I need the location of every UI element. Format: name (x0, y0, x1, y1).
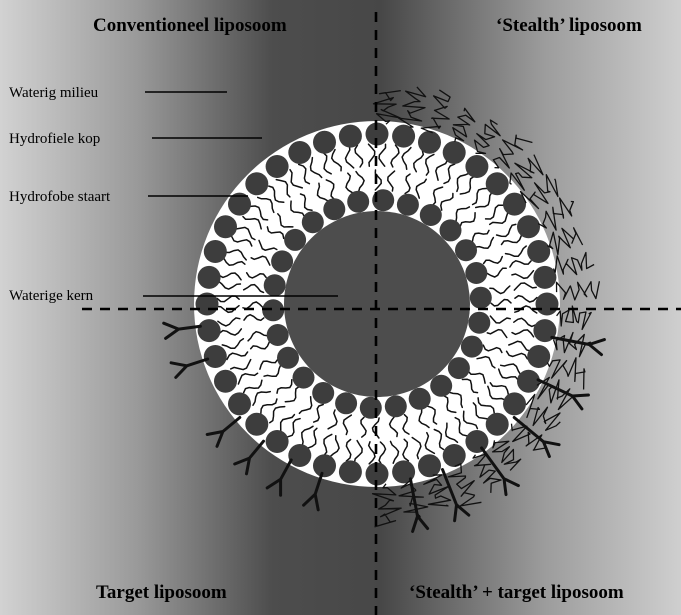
headgroup-outer (313, 131, 336, 154)
label-hydrophilic-head: Hydrofiele kop (9, 131, 100, 147)
headgroup-outer (486, 413, 509, 436)
title-top-left: Conventioneel liposoom (93, 15, 287, 36)
headgroup-outer (517, 370, 540, 393)
headgroup-outer (228, 392, 251, 415)
headgroup-inner (430, 375, 452, 397)
headgroup-inner (455, 239, 477, 261)
headgroup-inner (312, 382, 334, 404)
headgroup-inner (360, 397, 382, 419)
headgroup-inner (335, 392, 357, 414)
headgroup-outer (214, 215, 237, 238)
headgroup-outer (536, 293, 559, 316)
headgroup-inner (397, 194, 419, 216)
headgroup-inner (293, 367, 315, 389)
headgroup-outer (313, 454, 336, 477)
label-aqueous-core: Waterige kern (9, 288, 94, 304)
title-top-right: ‘Stealth’ liposoom (496, 15, 642, 36)
headgroup-outer (266, 430, 289, 453)
title-bottom-left: Target liposoom (96, 582, 227, 603)
label-hydrophobic-tail: Hydrofobe staart (9, 189, 111, 205)
headgroup-outer (204, 345, 227, 368)
headgroup-outer (527, 240, 550, 263)
headgroup-inner (385, 395, 407, 417)
headgroup-inner (448, 357, 470, 379)
headgroup-outer (392, 125, 415, 148)
headgroup-inner (470, 287, 492, 309)
headgroup-outer (245, 172, 268, 195)
headgroup-outer (465, 155, 488, 178)
headgroup-outer (527, 345, 550, 368)
headgroup-outer (198, 319, 221, 342)
headgroup-outer (443, 444, 466, 467)
headgroup-inner (302, 211, 324, 233)
headgroup-outer (245, 413, 268, 436)
headgroup-outer (418, 454, 441, 477)
headgroup-outer (198, 266, 221, 289)
headgroup-outer (204, 240, 227, 263)
headgroup-outer (339, 460, 362, 483)
headgroup-inner (347, 191, 369, 213)
label-aqueous-medium: Waterig milieu (9, 85, 99, 101)
headgroup-inner (284, 229, 306, 251)
headgroup-inner (461, 336, 483, 358)
headgroup-outer (503, 392, 526, 415)
headgroup-inner (323, 198, 345, 220)
headgroup-outer (486, 172, 509, 195)
headgroup-outer (339, 125, 362, 148)
headgroup-outer (517, 215, 540, 238)
headgroup-inner (271, 250, 293, 272)
headgroup-outer (288, 141, 311, 164)
title-bottom-right: ‘Stealth’ + target liposoom (409, 582, 624, 603)
headgroup-outer (443, 141, 466, 164)
headgroup-inner (277, 347, 299, 369)
headgroup-outer (288, 444, 311, 467)
headgroup-inner (264, 274, 286, 296)
headgroup-inner (440, 219, 462, 241)
headgroup-inner (465, 262, 487, 284)
headgroup-outer (465, 430, 488, 453)
headgroup-inner (420, 204, 442, 226)
headgroup-outer (418, 131, 441, 154)
headgroup-outer (533, 266, 556, 289)
headgroup-inner (409, 388, 431, 410)
headgroup-outer (214, 370, 237, 393)
headgroup-inner (468, 312, 490, 334)
headgroup-inner (267, 324, 289, 346)
headgroup-outer (266, 155, 289, 178)
